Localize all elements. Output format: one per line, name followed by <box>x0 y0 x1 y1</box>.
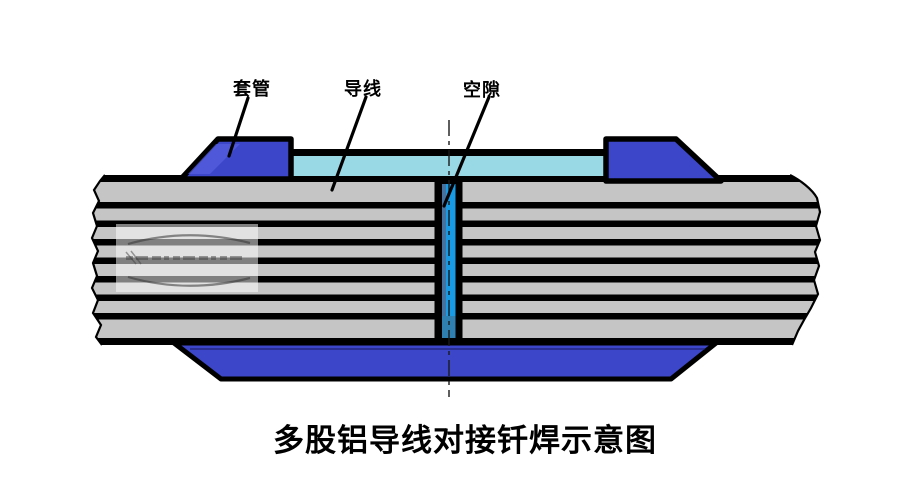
label-wire: 导线 <box>344 78 382 99</box>
leader-line-sleeve <box>227 96 250 158</box>
sleeve-bottom <box>171 340 719 382</box>
bundle-torn-edge-right <box>789 174 822 346</box>
gap-solder-bottom <box>442 316 456 338</box>
sleeve-top-left <box>178 136 294 182</box>
sleeve-highlight <box>188 144 240 174</box>
diagram-title: 多股铝导线对接钎焊示意图 <box>273 423 657 458</box>
sleeve-top-right <box>603 136 724 184</box>
gap-solder-shadow <box>442 184 446 338</box>
gap-left-wall <box>434 176 442 345</box>
leader-line-gap <box>442 95 491 208</box>
watermark-logo <box>116 224 258 292</box>
leader-line-wire <box>330 95 368 192</box>
bundle-torn-edge-left <box>90 174 106 346</box>
label-gap: 空隙 <box>463 79 501 100</box>
gap-right-wall <box>455 176 463 345</box>
label-sleeve: 套管 <box>233 78 271 99</box>
leader-lines <box>227 95 491 208</box>
